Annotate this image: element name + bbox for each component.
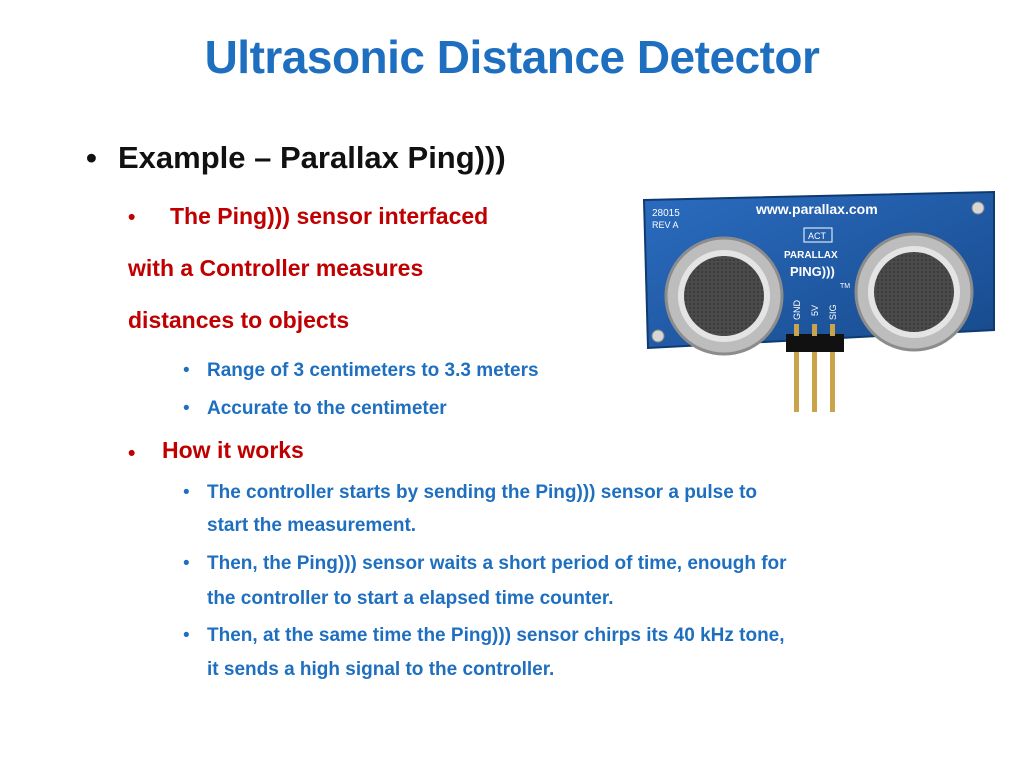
mount-hole-icon	[651, 329, 665, 343]
mount-hole-icon	[971, 201, 985, 215]
transducer-left	[664, 236, 784, 356]
slide-title: Ultrasonic Distance Detector	[204, 31, 820, 83]
how-point-1-cont: start the measurement.	[207, 515, 417, 536]
sensor-rev: REV A	[652, 220, 679, 230]
how-point-2: •Then, the Ping))) sensor waits a short …	[183, 553, 787, 574]
how-heading: How it works	[162, 437, 304, 463]
act-box	[803, 227, 833, 243]
sensor-part-no: 28015	[652, 208, 680, 219]
transducer-right	[854, 232, 974, 352]
pin-label-gnd: GND	[792, 300, 802, 321]
bullet-dot: •	[183, 625, 190, 646]
sensor-act: ACT	[808, 231, 827, 241]
bullet-dot: •	[183, 398, 190, 419]
pin	[830, 352, 835, 412]
sub-point-accuracy: •Accurate to the centimeter	[183, 398, 447, 419]
pin-header	[786, 334, 844, 352]
sensor-website: www.parallax.com	[755, 201, 878, 217]
pin	[812, 352, 817, 412]
pin-label-sig: SIG	[828, 304, 838, 320]
how-point-3: •Then, at the same time the Ping))) sens…	[183, 625, 785, 646]
bullet-dot: •	[128, 442, 136, 465]
bullet-dot: •	[183, 482, 190, 503]
how-point-2-cont: the controller to start a elapsed time c…	[207, 588, 614, 609]
sensor-tm: TM	[840, 283, 850, 290]
bullet-example-text: Example – Parallax Ping)))	[118, 140, 506, 175]
how-point-3-cont: it sends a high signal to the controller…	[207, 659, 555, 680]
sub-line-2: with a Controller measures	[128, 255, 424, 281]
sub-line-3: distances to objects	[128, 307, 350, 333]
pin-label-5v: 5V	[810, 305, 820, 316]
sensor-brand: PARALLAX	[784, 250, 838, 261]
sensor-model: PING)))	[790, 264, 835, 279]
bullet-example: • Example – Parallax Ping)))	[86, 140, 506, 176]
pin	[794, 352, 799, 412]
bullet-dot: •	[183, 360, 190, 381]
bullet-dot: •	[86, 140, 97, 175]
bullet-dot: •	[183, 553, 190, 574]
sub-line-1: The Ping))) sensor interfaced	[170, 203, 489, 229]
how-point-1: •The controller starts by sending the Pi…	[183, 482, 758, 503]
bullet-dot: •	[128, 206, 136, 229]
sub-point-range: •Range of 3 centimeters to 3.3 meters	[183, 360, 539, 381]
ping-sensor-image: www.parallax.com 28015 REV A ACT PARALLA…	[642, 190, 995, 412]
